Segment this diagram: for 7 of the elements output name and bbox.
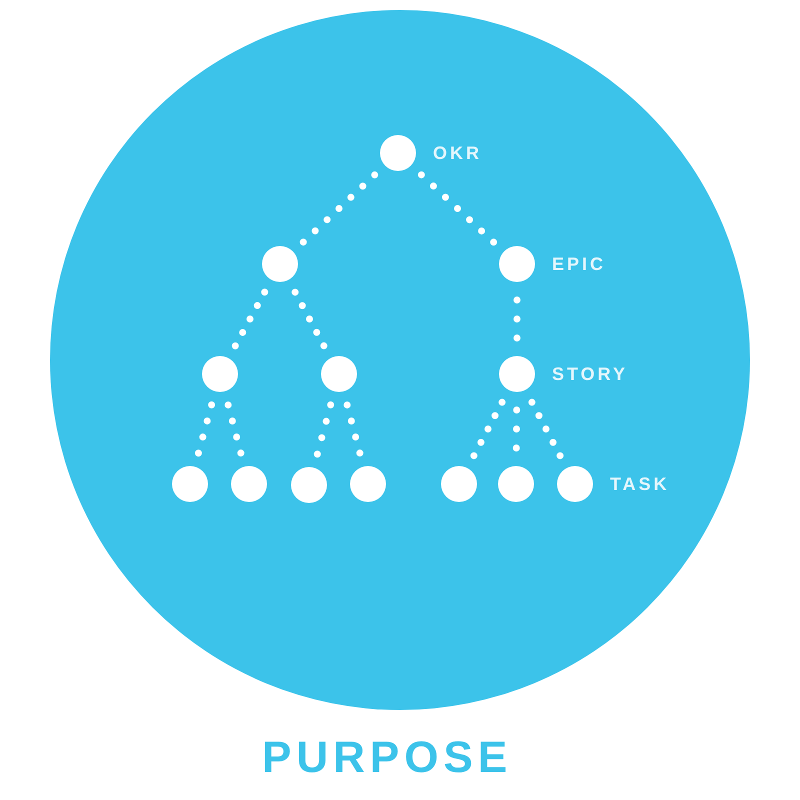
level-label: TASK xyxy=(610,475,670,493)
title: PURPOSE xyxy=(262,736,512,780)
dotted-connector xyxy=(417,170,498,247)
level-label: STORY xyxy=(552,365,628,383)
level-label: EPIC xyxy=(552,255,606,273)
level-label: OKR xyxy=(433,144,482,162)
dotted-connector xyxy=(299,170,379,246)
